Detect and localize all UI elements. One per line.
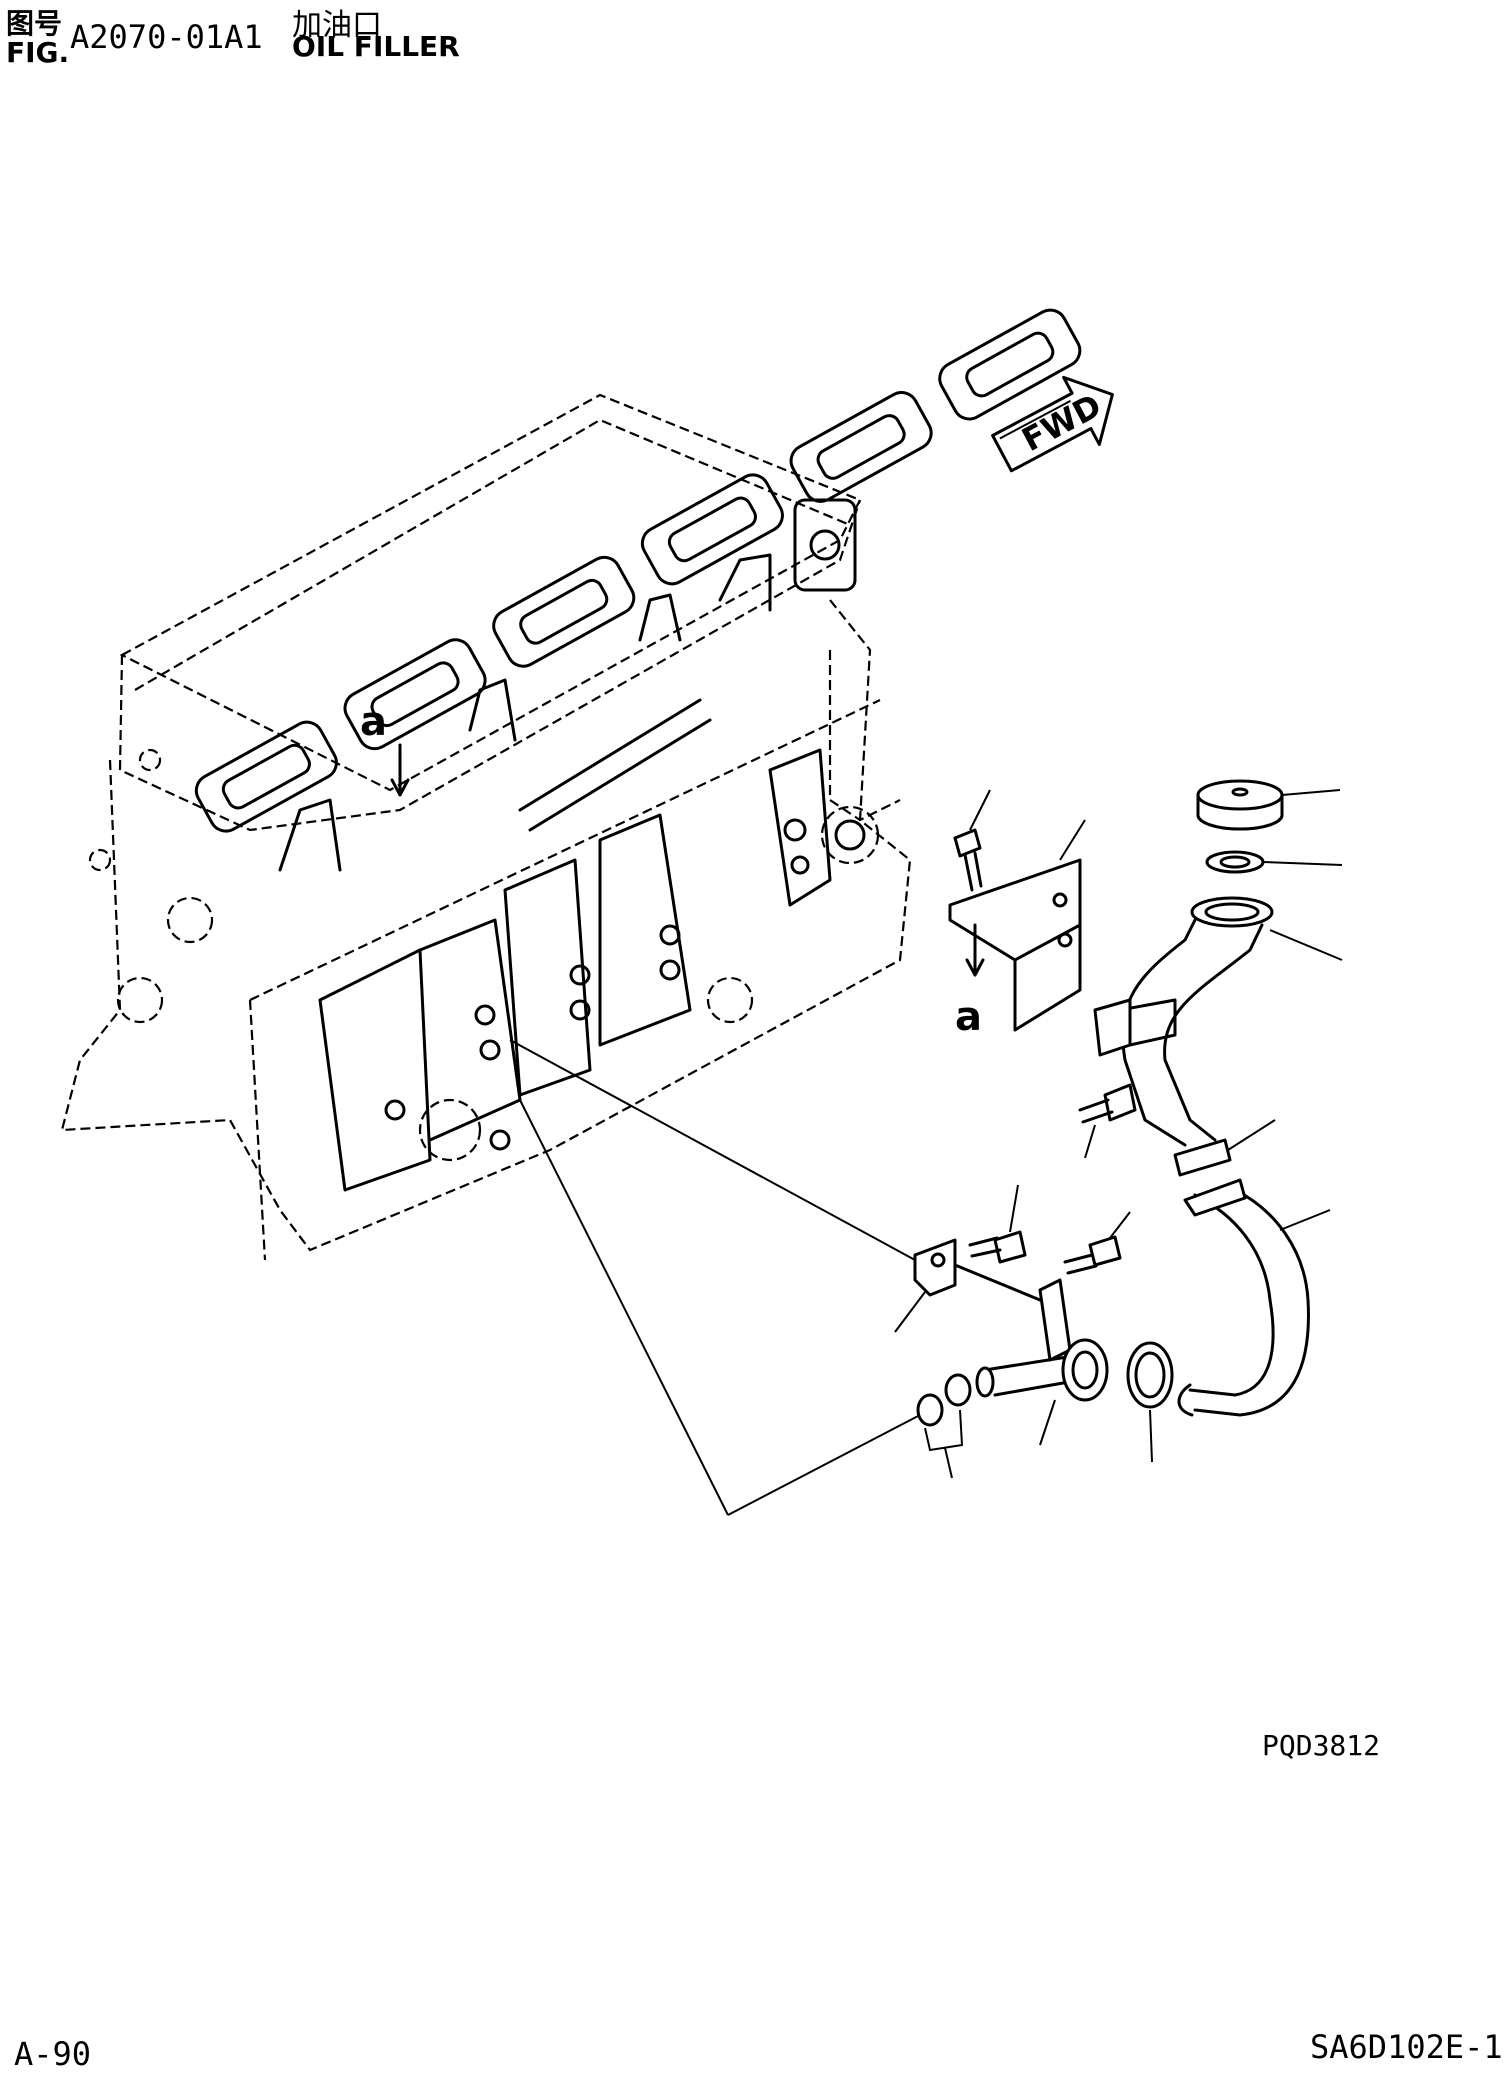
filler-neck xyxy=(1118,896,1343,1147)
detail-marker-bottom: a xyxy=(955,923,985,1040)
bolt-top xyxy=(953,789,991,892)
detail-marker-top-label: a xyxy=(360,699,387,745)
rubber-hose xyxy=(1177,1178,1331,1417)
title-en: OIL FILLER xyxy=(292,30,460,63)
filler-bracket xyxy=(948,819,1132,1057)
filler-cap xyxy=(1196,779,1341,831)
lower-bracket xyxy=(894,1238,1042,1333)
bolt-lower-2 xyxy=(1063,1211,1131,1275)
hose-clip xyxy=(1173,1119,1276,1177)
detail-marker-bottom-label: a xyxy=(955,994,982,1040)
cap-gasket xyxy=(1205,850,1343,874)
fig-label-cn: 图号 xyxy=(6,7,63,40)
model-code: SA6D102E-1 xyxy=(1310,2028,1503,2066)
figure-number: A2070-01A1 xyxy=(70,18,263,56)
elbow-pipe xyxy=(975,1278,1109,1446)
fig-label-en: FIG. xyxy=(6,36,70,69)
title-cn: 加油口 xyxy=(292,8,382,43)
bolt-neck xyxy=(1078,1083,1137,1159)
page-number: A-90 xyxy=(14,2035,92,2073)
reference-code: PQD3812 xyxy=(1262,1729,1380,1762)
o-rings xyxy=(916,1373,972,1479)
fwd-label: FWD xyxy=(1016,386,1108,459)
detail-marker-top: a xyxy=(360,699,410,797)
leader-lines xyxy=(509,1039,921,1516)
hose-clamp xyxy=(1126,1341,1174,1463)
fwd-arrow-icon: FWD xyxy=(991,375,1114,473)
bolt-lower-1 xyxy=(968,1184,1027,1264)
engine-block-illustration xyxy=(60,308,1082,1261)
